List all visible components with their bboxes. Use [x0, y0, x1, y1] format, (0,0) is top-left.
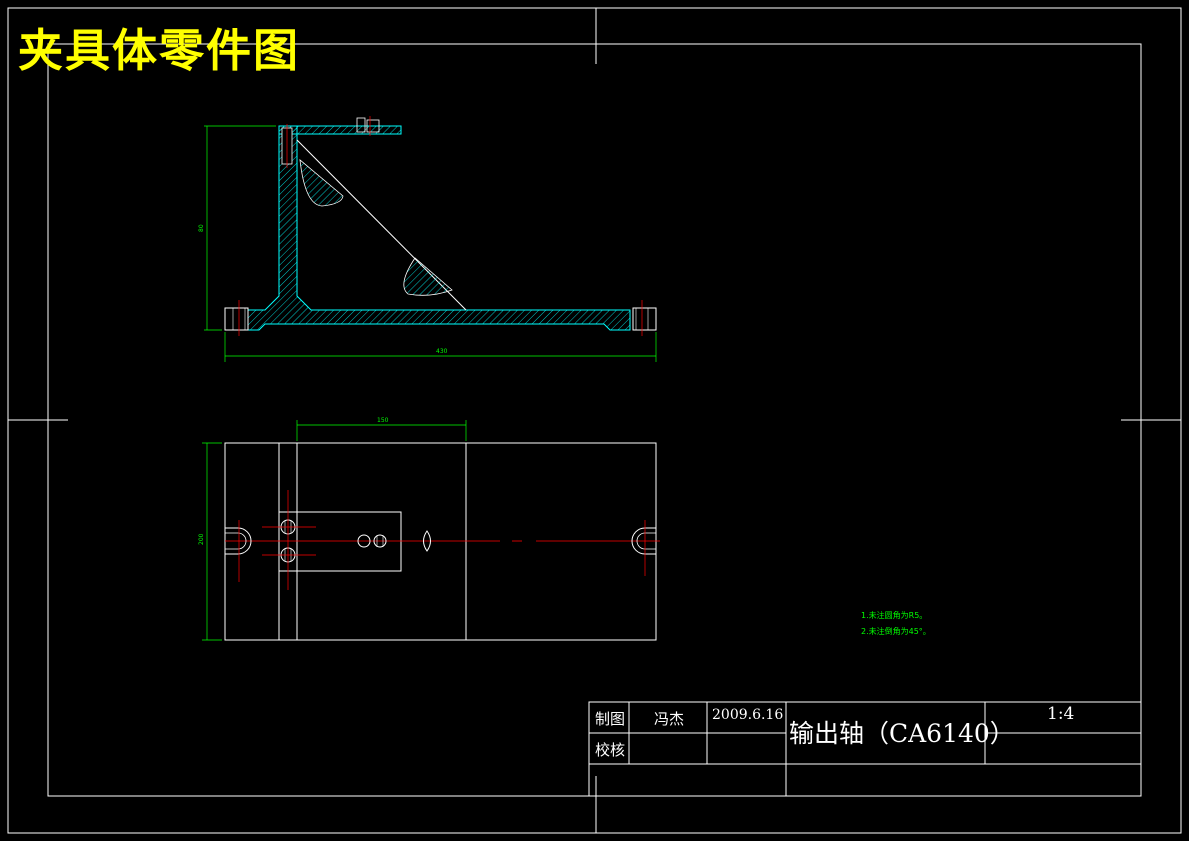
front-view — [224, 116, 657, 336]
top-view-dimensions: 150 200 — [198, 417, 467, 641]
drawn-by-label: 制图 — [595, 710, 626, 728]
top-plate-section — [278, 125, 402, 135]
plate-screw-left — [357, 534, 371, 548]
rib-section-upper — [299, 159, 344, 207]
rib-cross-section — [423, 530, 431, 552]
technical-notes: 1.未注圆角为R5。 2.未注倒角为45°。 — [861, 608, 931, 640]
drawing-date: 2009.6.16 — [712, 707, 784, 723]
note-item: 1.未注圆角为R5。 — [861, 611, 928, 620]
plate-width-label: 200 — [198, 533, 205, 545]
base-and-column-section — [247, 125, 631, 331]
plate-screw-right — [373, 534, 387, 548]
top-view — [224, 442, 660, 641]
part-name: 输出轴（CA6140） — [789, 719, 1015, 748]
slot-span-label: 150 — [377, 417, 389, 424]
drawing-banner-title: 夹具体零件图 — [18, 24, 301, 77]
u-slot-left — [225, 527, 252, 555]
top-plate-outline — [278, 511, 402, 572]
checked-by-label: 校核 — [595, 741, 626, 759]
height-dimension-label: 80 — [198, 224, 205, 232]
title-block — [588, 701, 1142, 797]
u-slot-right — [631, 527, 656, 555]
rib-section-lower — [403, 257, 453, 296]
base-end-left — [224, 307, 249, 331]
drawing-frame — [47, 43, 1142, 797]
base-plate-outline — [224, 442, 657, 641]
top-screw — [356, 117, 366, 133]
note-item: 2.未注倒角为45°。 — [861, 627, 931, 636]
width-dimension-label: 430 — [436, 348, 448, 355]
drawn-by-name: 冯杰 — [654, 710, 685, 728]
front-view-dimensions: 80 430 — [198, 125, 657, 362]
drawing-scale: 1:4 — [1047, 704, 1075, 724]
base-end-right — [632, 307, 657, 331]
